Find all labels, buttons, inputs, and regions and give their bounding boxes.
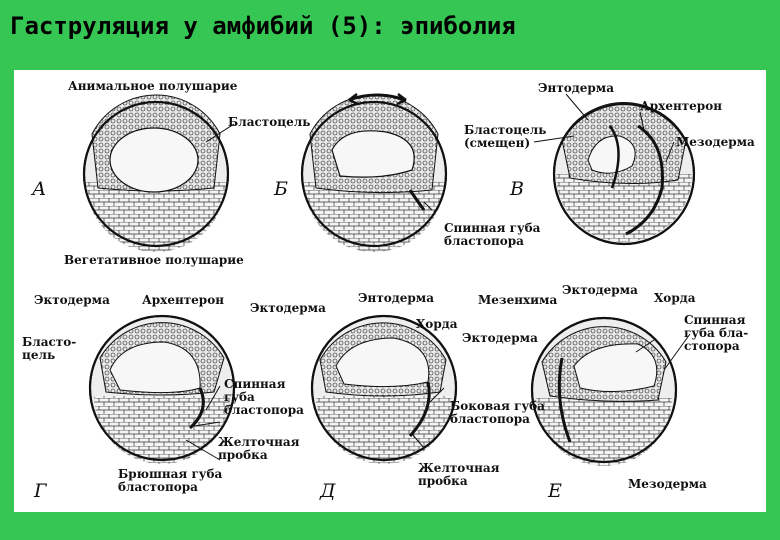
stage-letter-d: Д [320, 480, 335, 502]
label-dorsal-lip-b: Спинная губа бластопора [444, 222, 554, 248]
embryo-a [84, 95, 228, 252]
embryo-d [312, 316, 456, 464]
stage-letter-c: В [510, 178, 524, 200]
label-ectoderm-e: Эктодерма [250, 302, 326, 315]
label-animal-hemisphere: Анимальное полушарие [68, 80, 237, 93]
diagram-panel: А Б В Г Д Е Анимальное полушарие Бластоц… [14, 70, 766, 512]
label-blastocoel-shifted: Бластоцель (смещен) [464, 124, 550, 150]
label-yolk-plug-d: Желточная пробка [218, 436, 308, 462]
embryo-b [302, 94, 446, 252]
embryo-g [90, 316, 234, 464]
label-lateral-lip: Боковая губа бластопора [450, 400, 546, 426]
label-blastocoel-a: Бластоцель [228, 116, 310, 129]
embryo-c [554, 102, 694, 244]
label-vegetal-hemisphere: Вегетативное полушарие [64, 254, 244, 267]
label-blastocoel-d: Бласто-цель [22, 336, 72, 362]
label-mesoderm-c: Мезодерма [676, 136, 755, 149]
label-notochord-e: Хорда [416, 318, 457, 331]
stage-letter-b: Б [274, 178, 288, 200]
label-yolk-plug-e: Желточная пробка [418, 462, 512, 488]
label-archenteron-d: Архентерон [142, 294, 224, 307]
label-notochord-f: Хорда [654, 292, 695, 305]
stage-letter-a: А [32, 178, 46, 200]
stage-letter-e: Е [548, 480, 562, 502]
label-archenteron-c: Архентерон [640, 100, 722, 113]
embryo-e [532, 318, 676, 466]
label-endoderm-c: Энтодерма [538, 82, 614, 95]
label-ventral-lip-d: Брюшная губа бластопора [118, 468, 238, 494]
label-mesenchyme: Мезенхима [478, 294, 557, 307]
label-ectoderm-d: Эктодерма [34, 294, 110, 307]
slide-title: Гаструляция у амфибий (5): эпиболия [10, 12, 516, 40]
label-endoderm-e: Энтодерма [358, 292, 434, 305]
stage-letter-g: Г [34, 480, 47, 502]
label-dorsal-lip-d: Спинная губа бластопора [224, 378, 310, 417]
label-mesoderm-f: Мезодерма [628, 478, 707, 491]
label-dorsal-lip-f: Спинная губа бла-стопора [684, 314, 764, 353]
label-ectoderm-f: Эктодерма [562, 284, 638, 297]
label-ectoderm-f2: Эктодерма [462, 332, 538, 345]
